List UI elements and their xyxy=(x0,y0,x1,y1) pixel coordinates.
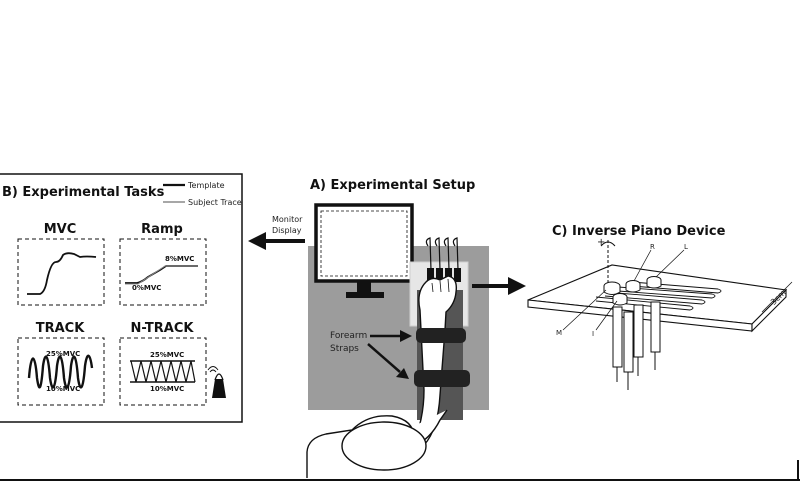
rotation-arc xyxy=(600,241,616,247)
piano-pistons xyxy=(612,301,661,390)
label-r: R xyxy=(650,243,655,251)
person-head xyxy=(341,421,427,471)
label-i: I xyxy=(592,330,594,338)
metronome-icon xyxy=(207,366,226,398)
setup-panel: A) Experimental Setup Forearm St xyxy=(306,178,489,478)
leader-i xyxy=(595,300,618,331)
label-l: L xyxy=(684,243,688,251)
track-label: TRACK xyxy=(36,321,85,336)
tasks-title: B) Experimental Tasks xyxy=(2,185,165,200)
track-bottom-label: 10%MVC xyxy=(46,385,80,393)
straps-arrows xyxy=(367,330,412,379)
ramp-template xyxy=(125,265,198,285)
label-m: M xyxy=(556,329,562,337)
setup-title: A) Experimental Setup xyxy=(310,178,475,193)
monitor-screen xyxy=(320,210,408,277)
ntrack-bottom-label: 10%MVC xyxy=(150,385,184,393)
track-top-label: 25%MVC xyxy=(46,350,80,358)
leader-l xyxy=(655,249,685,278)
monitor-neck xyxy=(357,281,371,293)
ramp-top-label: 8%MVC xyxy=(165,255,194,263)
leader-m xyxy=(562,289,607,331)
piano-keys xyxy=(603,276,662,306)
straps-label-2: Straps xyxy=(330,344,359,354)
track-trace xyxy=(27,354,94,389)
legend-template-label: Template xyxy=(187,181,225,190)
ntrack-trace xyxy=(130,360,196,383)
mvc-trace xyxy=(27,252,97,295)
ntrack-label: N-TRACK xyxy=(131,321,195,336)
leader-r xyxy=(633,249,652,282)
device-keys xyxy=(427,268,461,282)
dim-line xyxy=(761,281,793,313)
ramp-label: Ramp xyxy=(141,222,183,237)
monitor-label-1: Monitor xyxy=(272,215,303,224)
finger-lines xyxy=(431,278,450,293)
device-wires xyxy=(425,237,459,271)
tasks-frame xyxy=(0,173,243,423)
piano-title: C) Inverse Piano Device xyxy=(552,224,726,239)
monitor-base xyxy=(346,292,384,298)
straps-label-1: Forearm xyxy=(330,331,367,341)
tasks-panel: B) Experimental Tasks Template Subject T… xyxy=(0,173,243,423)
arrow-to-piano xyxy=(472,277,526,295)
strap-upper xyxy=(416,328,466,343)
monitor-label-2: Display xyxy=(272,226,302,235)
ramp-bottom-label: 0%MVC xyxy=(132,284,161,292)
piano-plate-side xyxy=(751,288,787,333)
strap-lower xyxy=(414,370,470,387)
rotation-plus: + xyxy=(597,237,605,248)
track-box xyxy=(17,337,105,406)
ntrack-box xyxy=(119,337,207,406)
piano-slots xyxy=(595,281,722,311)
ramp-box xyxy=(119,238,207,306)
legend-subject-label: Subject Trace xyxy=(188,198,242,207)
mvc-label: MVC xyxy=(44,222,77,237)
piano-panel: C) Inverse Piano Device xyxy=(527,224,793,390)
mvc-box xyxy=(17,238,105,306)
arrow-to-tasks xyxy=(248,232,305,250)
ntrack-top-label: 25%MVC xyxy=(150,351,184,359)
